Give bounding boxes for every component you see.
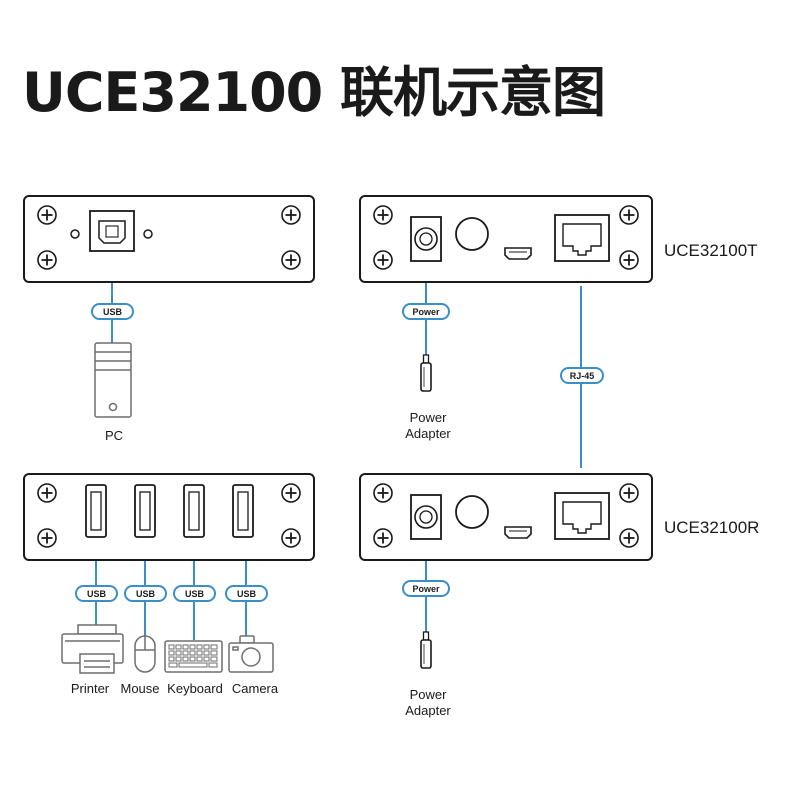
screw-icon (281, 528, 301, 548)
pc-tower-icon (94, 342, 132, 418)
usb-a-port-icon (85, 484, 107, 538)
power-pill-rx: Power (402, 580, 450, 597)
screw-icon (37, 250, 57, 270)
usb-a-port-icon (134, 484, 156, 538)
power-adapter-label-line2: Adapter (405, 426, 451, 441)
usb-pill-printer: USB (75, 585, 118, 602)
dc-power-jack-icon (410, 494, 442, 540)
led-icon (70, 229, 80, 239)
svg-text:USB: USB (185, 589, 205, 599)
usb-pill-mouse: USB (124, 585, 167, 602)
rj45-pill: RJ-45 (560, 367, 604, 384)
keyboard-icon (164, 640, 223, 673)
svg-text:USB: USB (87, 589, 107, 599)
screw-icon (619, 528, 639, 548)
screw-icon (619, 483, 639, 503)
svg-text:Power: Power (412, 307, 440, 317)
keyboard-label: Keyboard (167, 681, 223, 696)
usb-pill-keyboard: USB (173, 585, 216, 602)
led-icon (143, 229, 153, 239)
screw-icon (373, 205, 393, 225)
page-title: UCE32100 联机示意图 (22, 61, 606, 124)
pc-label: PC (105, 428, 123, 443)
button-icon (455, 217, 489, 251)
power-adapter-label-line1: Power (410, 410, 448, 425)
screw-icon (281, 250, 301, 270)
dc-power-jack-icon (410, 216, 442, 262)
usb-b-port-icon (89, 210, 135, 252)
pc-side-panel (23, 195, 315, 283)
power-adapter-label-line1: Power (410, 687, 448, 702)
camera-label: Camera (232, 681, 279, 696)
mouse-icon (134, 635, 156, 673)
receiver-panel (359, 473, 653, 561)
rj45-port-icon (554, 214, 610, 262)
screw-icon (373, 528, 393, 548)
usb-hub-panel (23, 473, 315, 561)
screw-icon (619, 250, 639, 270)
power-plug-icon (420, 354, 432, 392)
hdmi-port-icon (504, 247, 532, 260)
svg-text:Power: Power (412, 584, 440, 594)
screw-icon (281, 483, 301, 503)
transmitter-label: UCE32100T (664, 241, 758, 260)
cables (95, 282, 582, 640)
svg-text:USB: USB (103, 307, 123, 317)
usb-pill-camera: USB (225, 585, 268, 602)
screw-icon (373, 483, 393, 503)
power-pill-tx: Power (402, 303, 450, 320)
camera-icon (228, 635, 274, 673)
usb-a-port-icon (232, 484, 254, 538)
usb-pill-pc: USB (91, 303, 134, 320)
printer-label: Printer (71, 681, 110, 696)
svg-text:RJ-45: RJ-45 (570, 371, 595, 381)
button-icon (455, 495, 489, 529)
screw-icon (37, 205, 57, 225)
screw-icon (37, 528, 57, 548)
rj45-port-icon (554, 492, 610, 540)
transmitter-panel (359, 195, 653, 283)
power-plug-icon (420, 631, 432, 669)
printer-icon (61, 624, 124, 674)
power-adapter-label-line2: Adapter (405, 703, 451, 718)
usb-a-port-icon (183, 484, 205, 538)
svg-text:USB: USB (136, 589, 156, 599)
receiver-label: UCE32100R (664, 518, 759, 537)
svg-text:USB: USB (237, 589, 257, 599)
screw-icon (37, 483, 57, 503)
mouse-label: Mouse (120, 681, 159, 696)
screw-icon (619, 205, 639, 225)
screw-icon (281, 205, 301, 225)
hdmi-port-icon (504, 526, 532, 539)
screw-icon (373, 250, 393, 270)
